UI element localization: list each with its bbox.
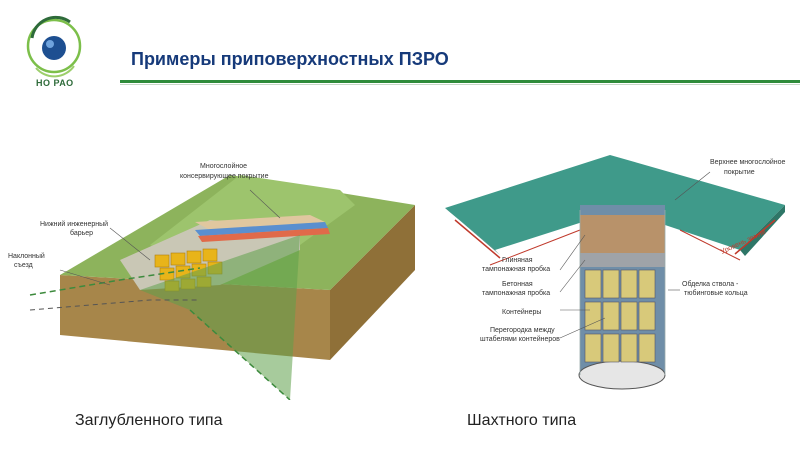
label-lining-1: Обделка ствола - (682, 280, 739, 288)
label-top-cover-1: Верхнее многослойное (710, 158, 786, 166)
label-barrier-1: Нижний инженерный (40, 220, 108, 228)
label-cover-1: Многослойное (200, 162, 247, 170)
shaft-repository-illustration: Верхнее многослойное покрытие Уровень зе… (445, 155, 786, 390)
label-ramp-1: Наклонный (8, 252, 45, 260)
caption-buried: Заглубленного типа (75, 412, 223, 429)
label-concrete-plug-2: тампонажная пробка (482, 289, 550, 297)
label-top-cover-2: покрытие (724, 169, 755, 176)
label-partition-2: штабелями контейнеров (480, 335, 560, 343)
label-cover-2: консервирующее покрытие (180, 173, 269, 180)
label-concrete-plug-1: Бетонная (502, 281, 533, 288)
caption-shaft: Шахтного типа (467, 412, 577, 429)
title-underline-thin (120, 84, 800, 85)
page-title: Примеры приповерхностных ПЗРО (131, 49, 449, 69)
label-clay-plug-2: тампонажная пробка (482, 265, 550, 273)
logo-text: НО РАО (36, 78, 74, 88)
buried-repository-illustration: Многослойное консервирующее покрытие Ниж… (8, 162, 415, 400)
label-ramp-2: съезд (14, 262, 33, 269)
label-containers: Контейнеры (502, 308, 541, 316)
label-lining-2: тюбинговые кольца (684, 289, 748, 297)
label-partition-1: Перегородка между (490, 327, 555, 334)
label-clay-plug-1: Глиняная (502, 257, 533, 264)
title-underline (120, 80, 800, 83)
label-barrier-2: барьер (70, 229, 93, 237)
logo-emblem (26, 15, 82, 78)
